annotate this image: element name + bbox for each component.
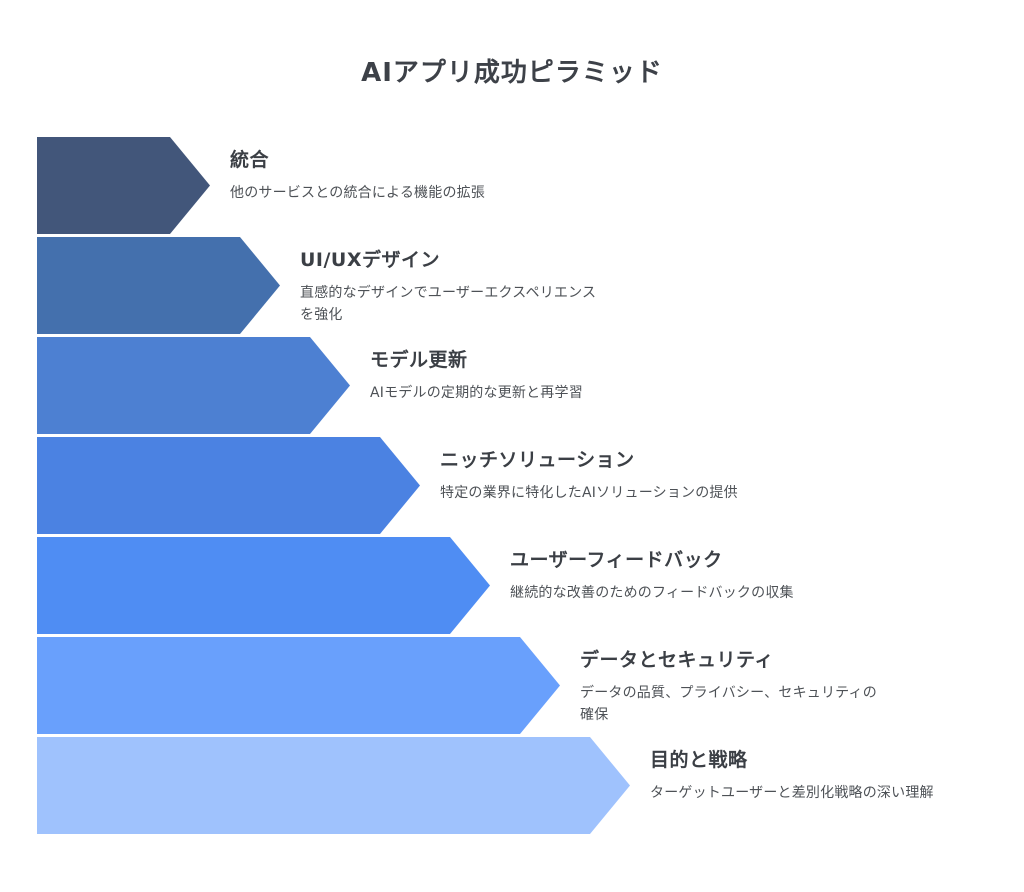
arrow-bar — [37, 137, 210, 234]
layer-description: 直感的なデザインでユーザーエクスペリエンスを強化 — [300, 285, 597, 323]
layer-label: UI/UXデザイン — [300, 249, 441, 271]
layer-description: 継続的な改善のためのフィードバックの収集 — [510, 585, 794, 601]
layer-label: 目的と戦略 — [650, 749, 748, 771]
layer-description: 他のサービスとの統合による機能の拡張 — [230, 185, 486, 201]
layer-text-block: ニッチソリューション 特定の業界に特化したAIソリューションの提供 — [440, 446, 738, 504]
layer-text-block: ユーザーフィードバック 継続的な改善のためのフィードバックの収集 — [510, 546, 794, 604]
layer-description: AIモデルの定期的な更新と再学習 — [370, 385, 583, 401]
arrow-bar — [37, 337, 350, 434]
layer-description: ターゲットユーザーと差別化戦略の深い理解 — [650, 785, 934, 801]
layer-text-block: 目的と戦略 ターゲットユーザーと差別化戦略の深い理解 — [650, 746, 934, 804]
layer-label: ニッチソリューション — [440, 449, 635, 471]
arrow-bar — [37, 537, 490, 634]
layer-text-block: データとセキュリティ データの品質、プライバシー、セキュリティの確保 — [580, 646, 884, 726]
layer-text-block: モデル更新 AIモデルの定期的な更新と再学習 — [370, 346, 583, 404]
arrow-bar — [37, 637, 560, 734]
layer-description: 特定の業界に特化したAIソリューションの提供 — [440, 485, 738, 501]
layer-label: モデル更新 — [370, 349, 468, 371]
layer-description: データの品質、プライバシー、セキュリティの確保 — [580, 685, 877, 723]
arrow-bar — [37, 237, 280, 334]
diagram-title: AIアプリ成功ピラミッド — [361, 58, 663, 88]
layer-label: 統合 — [230, 149, 270, 171]
layer-text-block: 統合 他のサービスとの統合による機能の拡張 — [230, 146, 485, 204]
arrow-bar — [37, 737, 630, 834]
arrow-bar — [37, 437, 420, 534]
layer-label: ユーザーフィードバック — [510, 549, 723, 571]
layer-label: データとセキュリティ — [580, 649, 774, 671]
layer-text-block: UI/UXデザイン 直感的なデザインでユーザーエクスペリエンスを強化 — [300, 246, 604, 326]
